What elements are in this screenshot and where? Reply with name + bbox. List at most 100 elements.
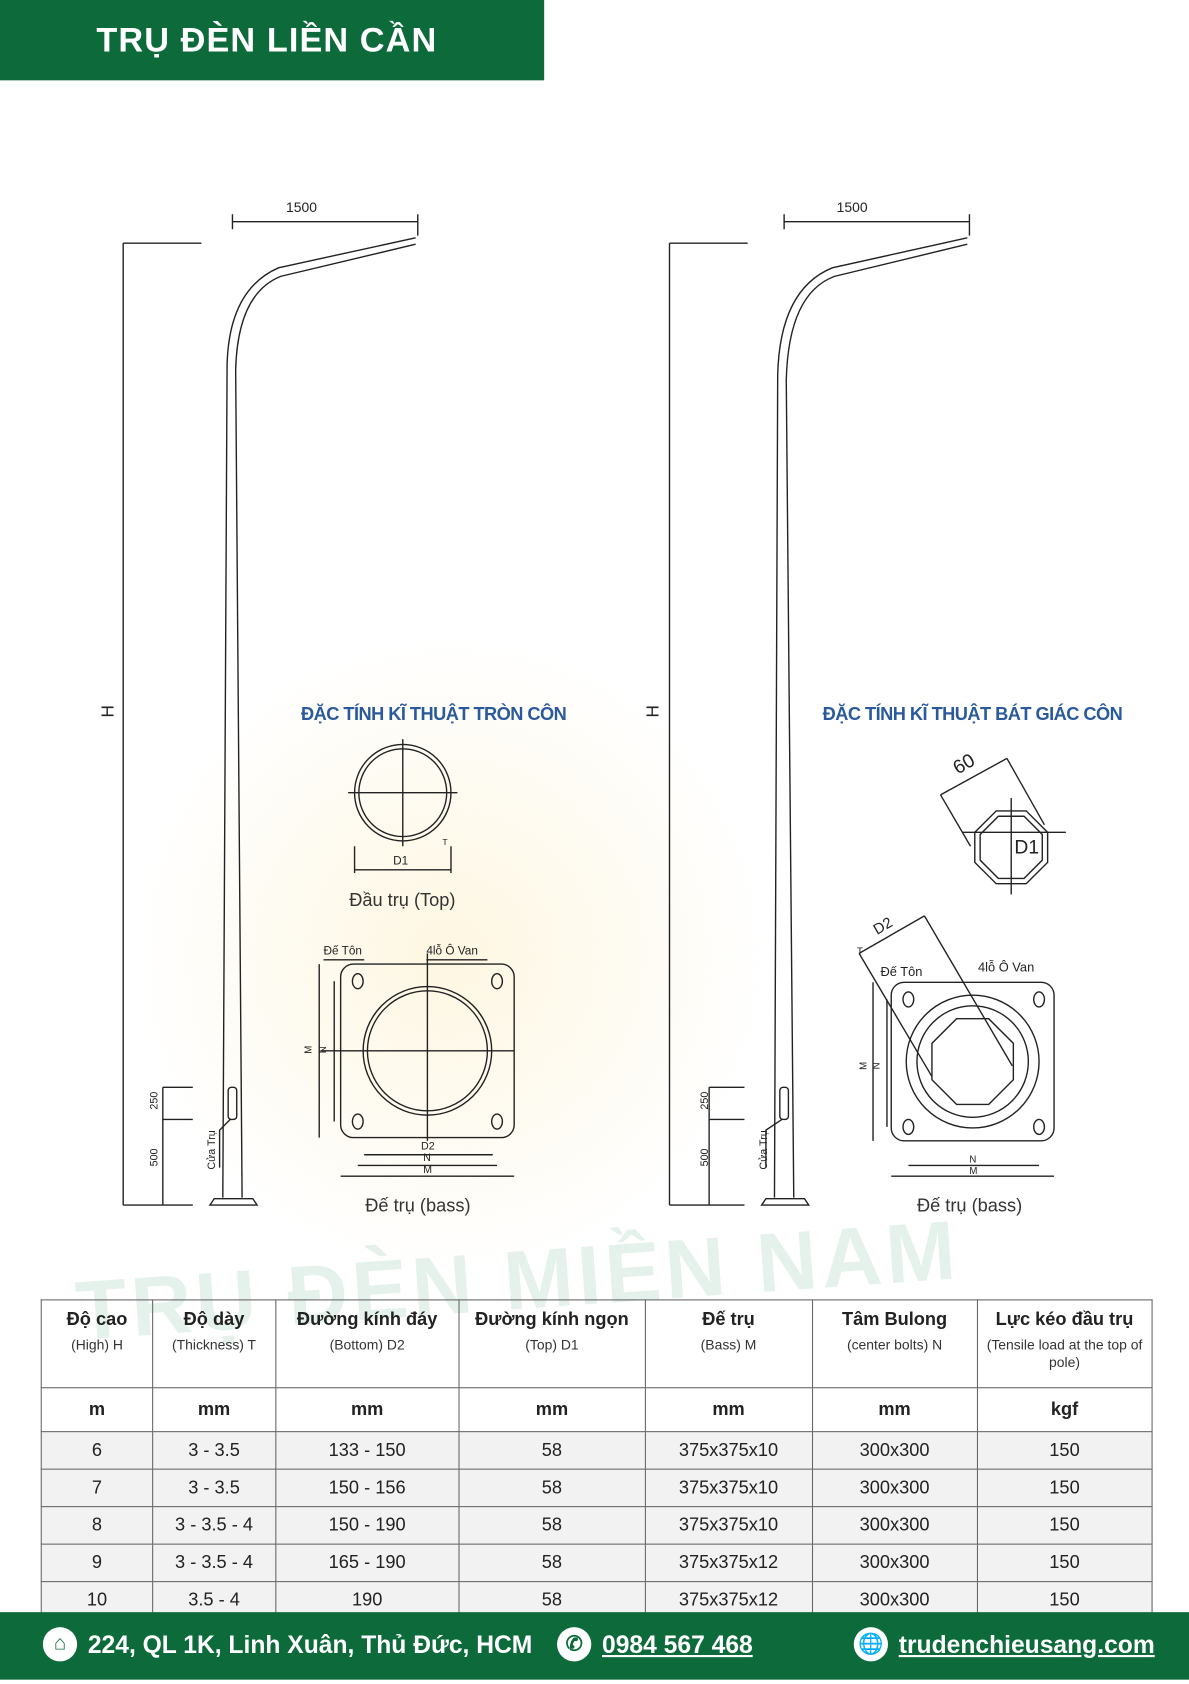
table-cell: 3 - 3.5 xyxy=(152,1468,276,1508)
footer-phone: ✆ 0984 567 468 xyxy=(557,1627,753,1662)
table-cell: 58 xyxy=(458,1506,646,1545)
height-label-right: H xyxy=(644,705,663,718)
footer: ⌂ 224, QL 1K, Linh Xuân, Thủ Đức, HCM ✆ … xyxy=(0,1612,1189,1680)
table-cell: 165 - 190 xyxy=(274,1543,460,1583)
table-cell: 6 xyxy=(40,1431,154,1470)
dim-250-right: 250 xyxy=(699,1091,712,1110)
octagon-m-label: M xyxy=(857,1061,869,1070)
phone-link[interactable]: 0984 567 468 xyxy=(602,1629,753,1658)
table-cell: 375x375x10 xyxy=(644,1431,813,1470)
column-subtitle: (Tensile load at the top of pole) xyxy=(986,1336,1143,1371)
footer-website: 🌐 trudenchieusang.com xyxy=(853,1627,1155,1662)
pole-left xyxy=(122,214,419,1206)
table-cell: 300x300 xyxy=(811,1468,978,1508)
round-spec-title: ĐẶC TÍNH KĨ THUẬT TRÒN CÔN xyxy=(301,703,567,725)
octagon-top-section xyxy=(939,757,1066,895)
unit-cell: mm xyxy=(458,1387,646,1433)
round-base-plate xyxy=(318,953,515,1177)
table-cell: 375x375x10 xyxy=(644,1506,813,1545)
column-title: Độ dày xyxy=(183,1309,245,1330)
table-cell: 9 xyxy=(40,1543,154,1583)
octagon-d1-label: D1 xyxy=(1014,836,1040,859)
phone-icon: ✆ xyxy=(557,1627,592,1662)
column-header: Tâm Bulong(center bolts) N xyxy=(811,1299,978,1389)
column-subtitle: (Top) D1 xyxy=(525,1336,579,1353)
table-cell: 375x375x12 xyxy=(644,1543,813,1583)
table-cell: 300x300 xyxy=(811,1543,978,1583)
column-title: Lực kéo đầu trụ xyxy=(995,1309,1134,1330)
octagon-base-plate xyxy=(858,915,1055,1177)
column-subtitle: (Bottom) D2 xyxy=(329,1336,405,1353)
table-cell: 3 - 3.5 - 4 xyxy=(152,1543,276,1583)
column-title: Đường kính ngọn xyxy=(475,1309,629,1330)
round-holes-label: 4lỗ Ô Van xyxy=(426,944,478,958)
octagon-n-label: N xyxy=(871,1062,882,1070)
table-cell: 150 - 190 xyxy=(274,1506,460,1545)
round-d2-label: D2 xyxy=(420,1140,435,1153)
octagon-t-label: T xyxy=(856,945,863,957)
unit-cell: m xyxy=(40,1387,154,1433)
table-cell: 3 - 3.5 - 4 xyxy=(152,1506,276,1545)
column-title: Tâm Bulong xyxy=(841,1309,948,1330)
unit-cell: kgf xyxy=(976,1387,1153,1433)
column-header: Lực kéo đầu trụ (Tensile load at the top … xyxy=(976,1299,1153,1389)
technical-drawing xyxy=(122,214,1066,1206)
dim-500-right: 500 xyxy=(699,1148,712,1167)
round-n-label: N xyxy=(317,1046,329,1054)
door-label-left: Cửa Trụ xyxy=(206,1130,219,1170)
round-base-plate-label: Đế Tôn xyxy=(323,944,362,958)
column-title: Đường kính đáy xyxy=(296,1309,438,1330)
unit-cell: mm xyxy=(152,1387,276,1433)
table-cell: 8 xyxy=(40,1506,154,1545)
height-label-left: H xyxy=(99,705,118,718)
table-cell: 150 xyxy=(976,1506,1153,1545)
spec-table: Độ cao (High) H Độ dày (Thickness) T Đường k… xyxy=(40,1299,1153,1620)
table-cell: 7 xyxy=(40,1468,154,1508)
door-label-right: Cửa Trụ xyxy=(758,1130,771,1170)
column-subtitle: (Thickness) T xyxy=(171,1336,257,1353)
arm-length-right: 1500 xyxy=(836,199,868,216)
round-m-bottom: M xyxy=(423,1164,433,1177)
round-top-caption: Đầu trụ (Top) xyxy=(349,890,456,911)
unit-cell: mm xyxy=(644,1387,813,1433)
round-n-bottom: N xyxy=(423,1152,431,1165)
table-cell: 300x300 xyxy=(811,1431,978,1470)
page-title: TRỤ ĐÈN LIỀN CẦN xyxy=(0,0,545,81)
column-subtitle: (High) H xyxy=(71,1336,123,1353)
globe-icon: 🌐 xyxy=(853,1627,889,1662)
column-header: Độ dày (Thickness) T xyxy=(152,1299,276,1389)
table-cell: 58 xyxy=(458,1468,646,1508)
footer-address: ⌂ 224, QL 1K, Linh Xuân, Thủ Đức, HCM xyxy=(42,1627,533,1662)
table-cell: 150 xyxy=(976,1468,1153,1508)
table-cell: 300x300 xyxy=(811,1506,978,1545)
table-cell: 58 xyxy=(458,1543,646,1583)
pole-right xyxy=(668,214,971,1206)
table-cell: 150 xyxy=(976,1543,1153,1583)
unit-cell: mm xyxy=(811,1387,978,1433)
watermark-sun xyxy=(128,632,772,1275)
unit-cell: mm xyxy=(274,1387,460,1433)
round-m-label: M xyxy=(302,1045,314,1054)
arm-length-left: 1500 xyxy=(286,199,317,216)
round-d1-label: D1 xyxy=(393,854,409,868)
octagon-n-bottom: N xyxy=(969,1153,977,1165)
column-header: Độ cao (High) H xyxy=(40,1299,154,1389)
table-cell: 58 xyxy=(458,1431,646,1470)
column-title: Độ cao xyxy=(66,1309,128,1330)
table-cell: 375x375x10 xyxy=(644,1468,813,1508)
octagon-m-bottom: M xyxy=(969,1165,978,1177)
website-link[interactable]: trudenchieusang.com xyxy=(898,1629,1155,1658)
column-header: Đế trụ(Bass) M xyxy=(644,1299,813,1389)
column-subtitle: (Bass) M xyxy=(700,1336,757,1353)
table-cell: 133 - 150 xyxy=(274,1431,460,1470)
address-text: 224, QL 1K, Linh Xuân, Thủ Đức, HCM xyxy=(87,1629,533,1658)
round-top-section xyxy=(348,739,458,874)
round-t-label: T xyxy=(442,837,448,848)
dim-500-left: 500 xyxy=(148,1148,161,1167)
dim-250-left: 250 xyxy=(148,1091,161,1110)
